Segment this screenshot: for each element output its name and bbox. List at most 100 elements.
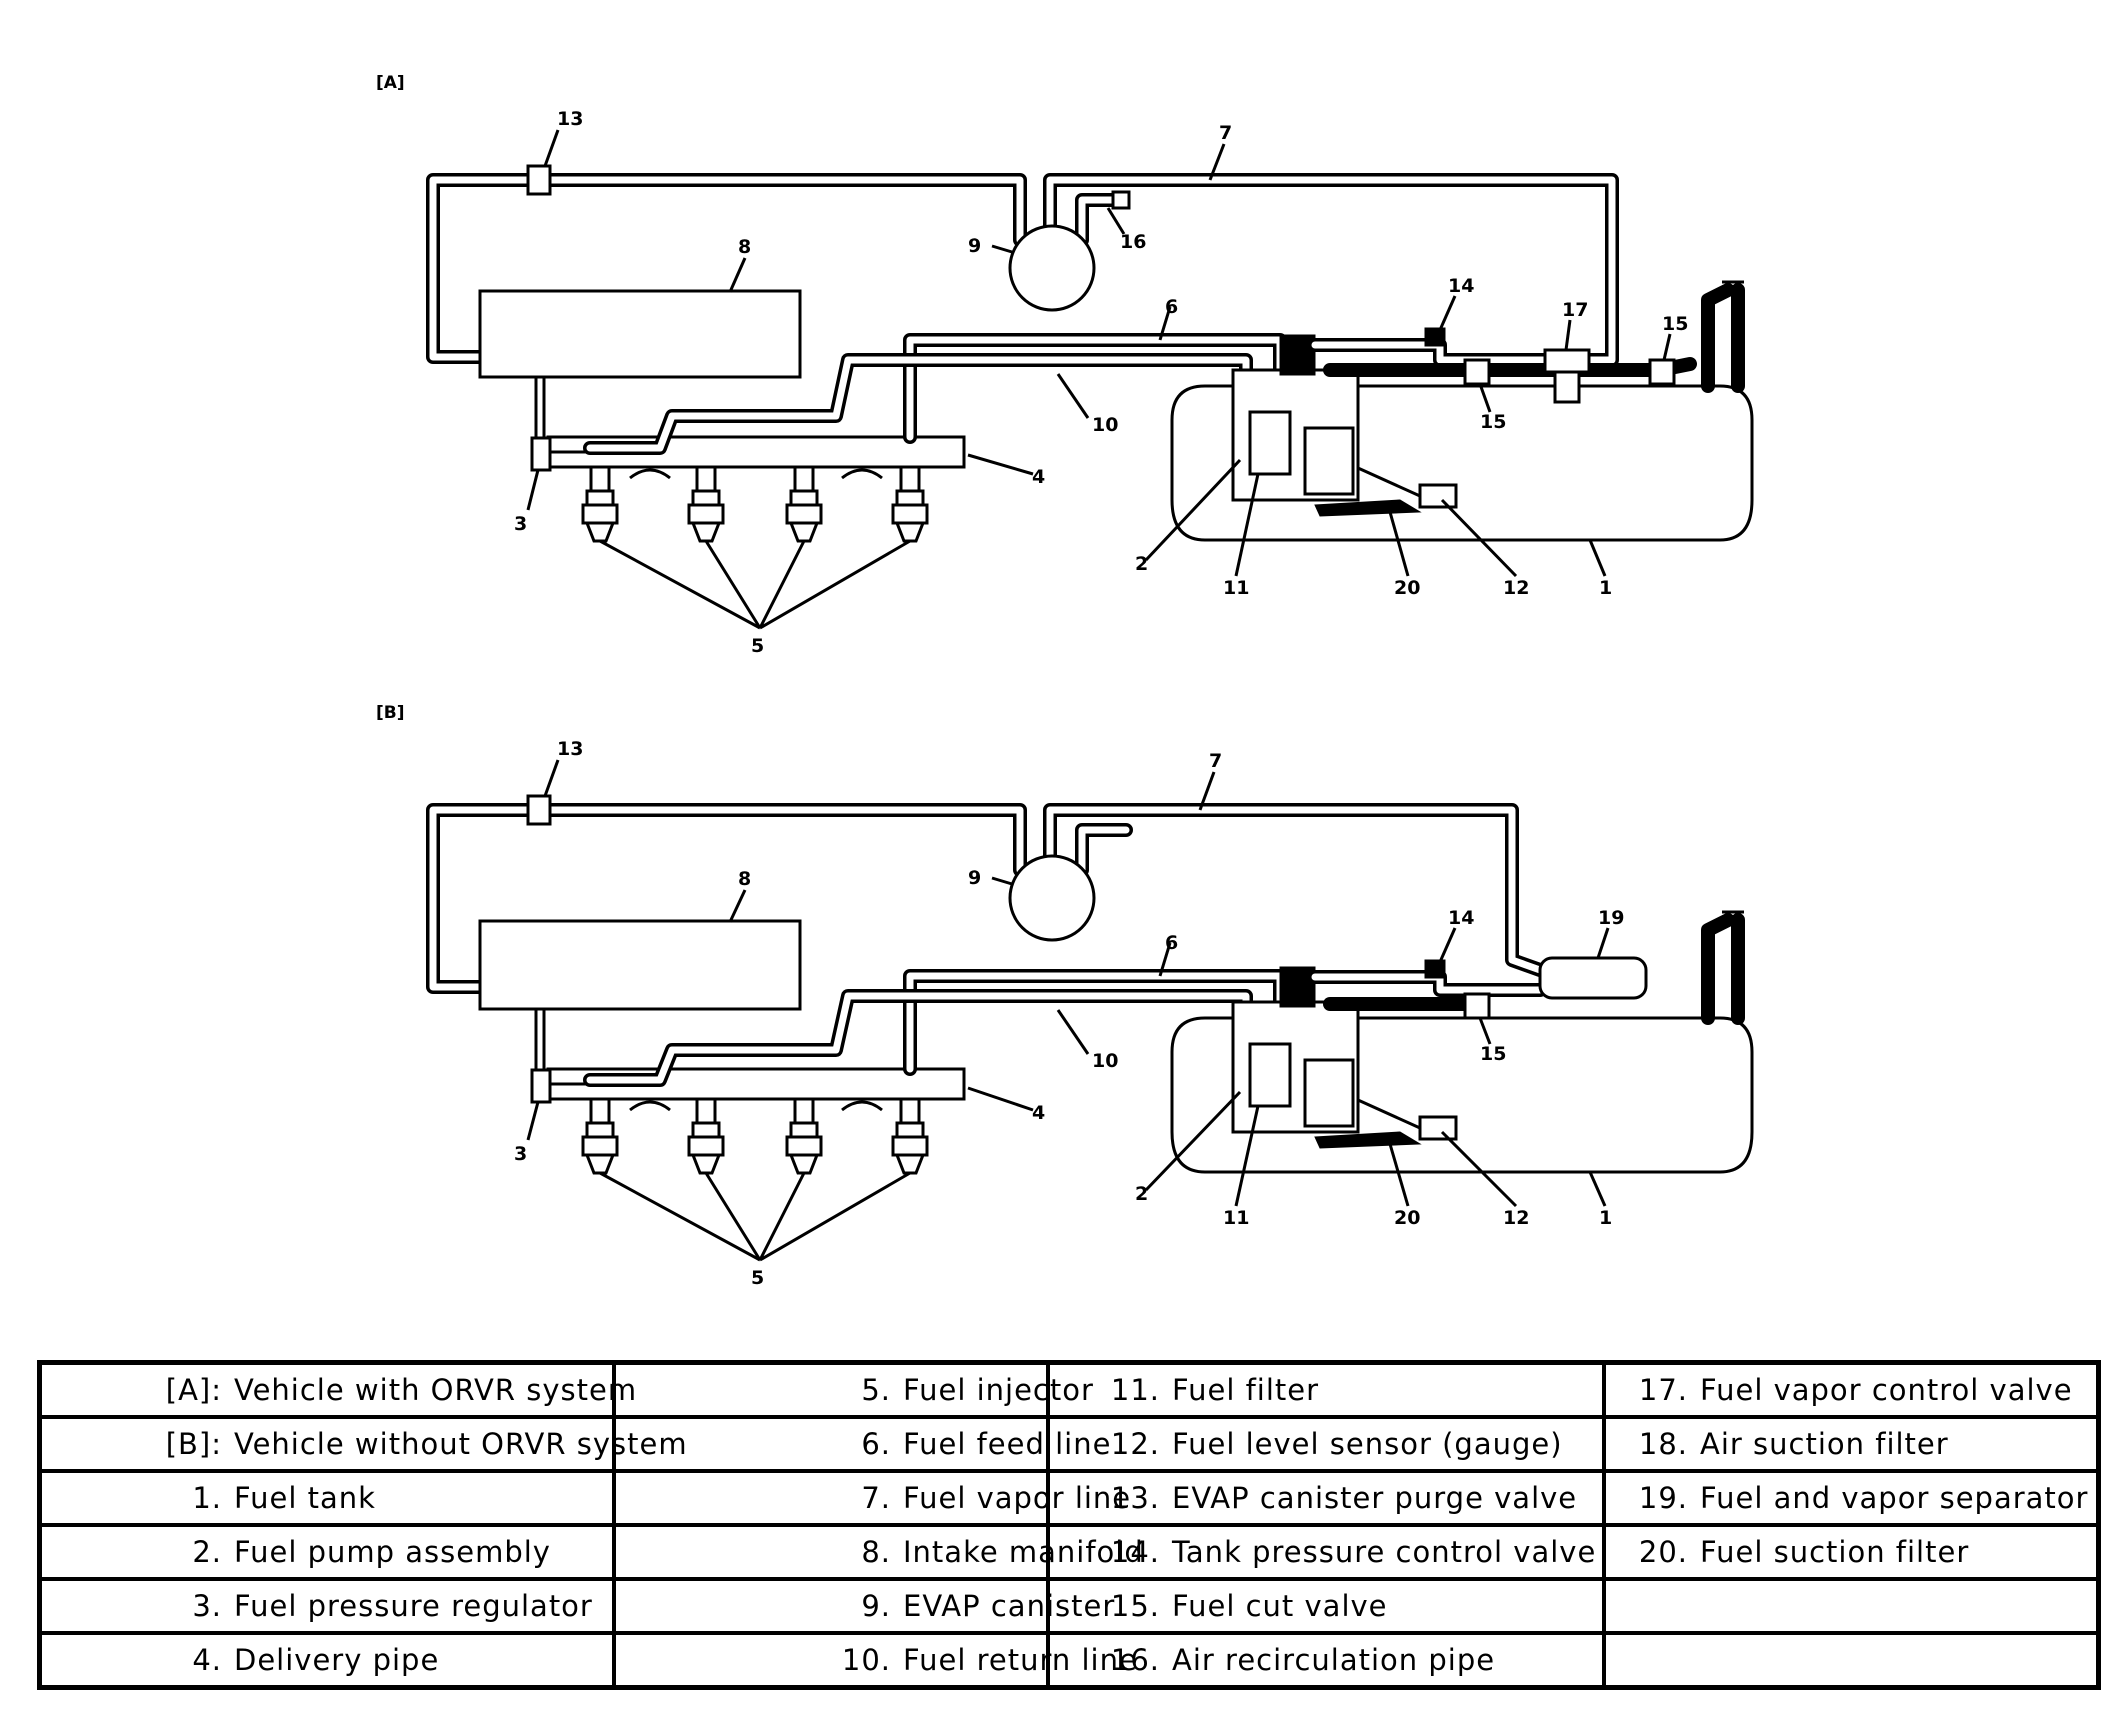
callout-7: 7 [1219,122,1232,144]
callout-2: 2 [1135,553,1148,575]
callout-10: 10 [1092,414,1118,436]
callout-13: 13 [557,738,583,760]
callout-1: 1 [1599,1207,1612,1229]
fuel-filter [1248,410,1292,476]
callout-20: 20 [1394,577,1420,599]
legend-cell: 3.Fuel pressure regulator [37,1577,616,1635]
evap-canister-purge-valve [526,794,552,826]
fuel-filter [1248,1042,1292,1108]
legend-row: [A]:Vehicle with ORVR system 5.Fuel inje… [37,1360,2101,1419]
parts-legend-table: [A]:Vehicle with ORVR system 5.Fuel inje… [37,1360,2101,1690]
fuel-cut-valve [1463,992,1491,1020]
air-suction-filter [1111,190,1131,210]
section-b-diagram: [B] [376,703,1754,1289]
section-a-diagram: [A] [376,73,1754,657]
legend-cell: 9.EVAP canister [612,1577,1114,1635]
callout-4: 4 [1032,466,1045,488]
fuel-pressure-regulator [530,1068,552,1104]
fuel-cut-valve-2 [1648,358,1676,386]
legend-row: 3.Fuel pressure regulator 9.EVAP caniste… [37,1577,2101,1635]
legend-cell: 18.Air suction filter [1602,1415,2101,1473]
callout-8: 8 [738,236,751,258]
intake-manifold [478,289,802,379]
callout-9: 9 [968,867,981,889]
fuel-pump [1303,426,1355,496]
legend-cell: [B]:Vehicle without ORVR system [37,1415,687,1473]
legend-cell: 4.Delivery pipe [37,1631,616,1690]
fuel-pump [1303,1058,1355,1128]
callout-14: 14 [1448,275,1474,297]
callout-8: 8 [738,868,751,890]
legend-cell: [A]:Vehicle with ORVR system [37,1360,636,1419]
evap-canister [1008,224,1096,312]
intake-manifold [478,919,802,1011]
fuel-and-vapor-separator [1538,956,1648,1000]
fuel-suction-filter [1314,499,1422,517]
legend-row: 2.Fuel pump assembly 8.Intake manifold 1… [37,1523,2101,1581]
fuel-injectors [581,1097,929,1175]
legend-cell: 15.Fuel cut valve [1046,1577,1606,1635]
legend-cell: 20.Fuel suction filter [1602,1523,2101,1581]
callout-15: 15 [1480,411,1506,433]
callout-6: 6 [1165,296,1178,318]
callout-4: 4 [1032,1102,1045,1124]
callout-9: 9 [968,235,981,257]
callout-5: 5 [751,1267,764,1289]
legend-cell: 7.Fuel vapor line [612,1469,1130,1527]
fuel-level-sensor [1418,1115,1458,1141]
tank-pressure-control-valve [1424,959,1446,979]
fuel-pressure-regulator [530,436,552,472]
callout-3: 3 [514,1143,527,1165]
fuel-vapor-control-valve [1543,348,1591,374]
legend-row: 1.Fuel tank 7.Fuel vapor line 13.EVAP ca… [37,1469,2101,1527]
callout-5: 5 [751,635,764,657]
legend-cell: 6.Fuel feed line [612,1415,1110,1473]
callout-13: 13 [557,108,583,130]
legend-cell: 13.EVAP canister purge valve [1046,1469,1606,1527]
evap-canister-purge-valve [526,164,552,196]
callout-19: 19 [1598,907,1624,929]
evap-canister [1008,854,1096,942]
callout-6: 6 [1165,932,1178,954]
legend-cell: 17.Fuel vapor control valve [1602,1360,2101,1419]
legend-cell: 8.Intake manifold [612,1523,1143,1581]
legend-cell: 11.Fuel filter [1046,1360,1606,1419]
legend-cell: 10.Fuel return line [612,1631,1137,1690]
callout-12: 12 [1503,1207,1529,1229]
callout-11: 11 [1223,1207,1249,1229]
callout-15: 15 [1480,1043,1506,1065]
callout-10: 10 [1092,1050,1118,1072]
callout-17: 17 [1562,299,1588,321]
callout-2: 2 [1135,1183,1148,1205]
callout-3: 3 [514,513,527,535]
callout-leaders-b [526,759,1610,1262]
callout-11: 11 [1223,577,1249,599]
legend-cell: 12.Fuel level sensor (gauge) [1046,1415,1606,1473]
legend-cell [1602,1631,2101,1690]
callout-leaders-a [526,129,1672,630]
legend-cell: 5.Fuel injector [612,1360,1093,1419]
tank-pressure-control-valve [1424,327,1446,347]
callout-15-b: 15 [1662,313,1688,335]
callout-12: 12 [1503,577,1529,599]
legend-row: 4.Delivery pipe 10.Fuel return line 16.A… [37,1631,2101,1690]
legend-cell: 2.Fuel pump assembly [37,1523,616,1581]
callout-20: 20 [1394,1207,1420,1229]
section-a-label: [A] [376,73,405,93]
callout-7: 7 [1209,750,1222,772]
legend-cell: 14.Tank pressure control valve [1046,1523,1606,1581]
callout-16: 16 [1120,231,1146,253]
legend-cell: 19.Fuel and vapor separator [1602,1469,2101,1527]
legend-cell: 1.Fuel tank [37,1469,616,1527]
section-b-label: [B] [376,703,405,723]
legend-cell [1602,1577,2101,1635]
legend-cell: 16.Air recirculation pipe [1046,1631,1606,1690]
callout-14: 14 [1448,907,1474,929]
fuel-injectors [581,465,929,543]
fuel-suction-filter [1314,1131,1422,1149]
fuel-level-sensor [1418,483,1458,509]
legend-row: [B]:Vehicle without ORVR system 6.Fuel f… [37,1415,2101,1473]
callout-1: 1 [1599,577,1612,599]
fuel-cut-valve [1463,358,1491,386]
fuel-system-diagram: [A] [376,73,1754,1289]
